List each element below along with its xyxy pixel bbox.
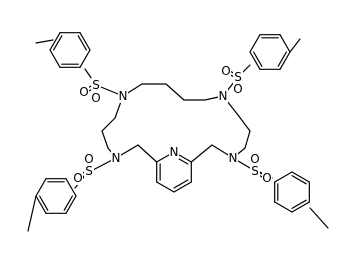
tosyl-bottom-left-oxygen: O	[73, 171, 83, 185]
amine-nitrogen-top-left: N	[118, 89, 128, 103]
svg-text:N: N	[170, 145, 179, 159]
chain-bond	[237, 114, 251, 132]
chain-bond	[137, 144, 158, 163]
tosyl-top-left-oxygen: O	[91, 91, 101, 105]
tosyl-top-right-sulfur: S	[233, 70, 243, 84]
pyridine-bond	[173, 181, 192, 193]
svg-text:O: O	[73, 171, 82, 185]
svg-text:S: S	[234, 70, 242, 84]
chain-bond	[165, 83, 185, 101]
svg-text:O: O	[91, 91, 100, 105]
tosyl-top-left-ring-bond	[77, 35, 88, 51]
tosyl-bottom-left-oxygen: O	[84, 152, 94, 166]
tosyl-top-left-ring-bond	[49, 49, 61, 68]
tosyl-bottom-right-ring-bond	[291, 201, 310, 213]
tosyl-top-right-ring-bond	[277, 51, 287, 67]
svg-text:O: O	[233, 82, 242, 96]
tosyl-top-left-ring-bond	[52, 35, 63, 51]
tosyl-top-left-sulfur: S	[91, 78, 101, 92]
tosyl-bottom-right-oxygen: O	[250, 152, 260, 166]
tosyl-bottom-right-ring-bond	[291, 175, 307, 185]
tosyl-bottom-right-ring-bond	[274, 201, 293, 213]
pyridine-nitrogen: N	[169, 145, 179, 159]
bond-layer	[27, 32, 329, 232]
tosyl-top-right-ring-bond	[249, 34, 261, 53]
tosyl-bottom-right-ring-bond	[291, 171, 310, 183]
tosyl-top-right-ring-bond	[253, 51, 263, 67]
methyl-bond	[309, 207, 329, 229]
svg-text:O: O	[262, 171, 271, 185]
amine-nitrogen-top-right: N	[218, 89, 228, 103]
svg-text:O: O	[84, 152, 93, 166]
amine-nitrogen-bottom-right: N	[228, 151, 238, 165]
tosyl-top-left-ring-bond	[79, 49, 91, 68]
tosyl-top-left-oxygen: O	[79, 85, 89, 99]
chain-bond	[244, 130, 251, 149]
tosyl-bottom-left-ring-bond	[38, 195, 49, 211]
chain-bond	[101, 130, 109, 149]
methyl-bond	[35, 39, 54, 44]
chain-bond	[101, 117, 116, 132]
tosyl-bottom-right-ring-bond	[291, 199, 307, 209]
methyl-bond	[289, 38, 301, 53]
svg-text:S: S	[85, 164, 93, 178]
svg-text:N: N	[119, 89, 128, 103]
tosyl-top-left-ring-bond	[49, 32, 61, 51]
svg-text:O: O	[221, 64, 230, 78]
tosyl-top-left-ring-bond	[79, 32, 91, 51]
tosyl-bottom-left-ring-bond	[63, 195, 74, 211]
svg-text:S: S	[251, 164, 259, 178]
tosyl-top-right-ring-bond	[249, 51, 261, 70]
tosyl-bottom-right-sulfur: S	[250, 164, 260, 178]
tosyl-top-right-oxygen: O	[233, 82, 243, 96]
tosyl-bottom-left-ring-bond	[65, 195, 77, 214]
svg-text:S: S	[92, 78, 100, 92]
tosyl-bottom-left-ring-bond	[65, 178, 77, 197]
tosyl-bottom-right-ring-bond	[274, 171, 293, 183]
tosyl-top-right-ring-bond	[279, 51, 291, 70]
tosyl-top-right-oxygen: O	[221, 64, 231, 78]
tosyl-bottom-left-sulfur: S	[84, 164, 94, 178]
svg-text:O: O	[79, 85, 88, 99]
svg-text:N: N	[229, 151, 238, 165]
tosyl-bottom-right-oxygen: O	[262, 171, 272, 185]
tosyl-top-right-ring-bond	[279, 34, 291, 53]
methyl-bond	[27, 195, 37, 232]
tosyl-bottom-left-ring-bond	[35, 178, 47, 197]
svg-text:O: O	[250, 152, 259, 166]
amine-nitrogen-bottom-left: N	[111, 151, 121, 165]
tosyl-bottom-left-ring-bond	[35, 195, 47, 214]
svg-text:N: N	[112, 151, 121, 165]
svg-text:N: N	[219, 89, 228, 103]
chain-bond	[190, 144, 213, 163]
pyridine-bond	[173, 179, 189, 189]
pyridine-bond	[156, 181, 175, 193]
